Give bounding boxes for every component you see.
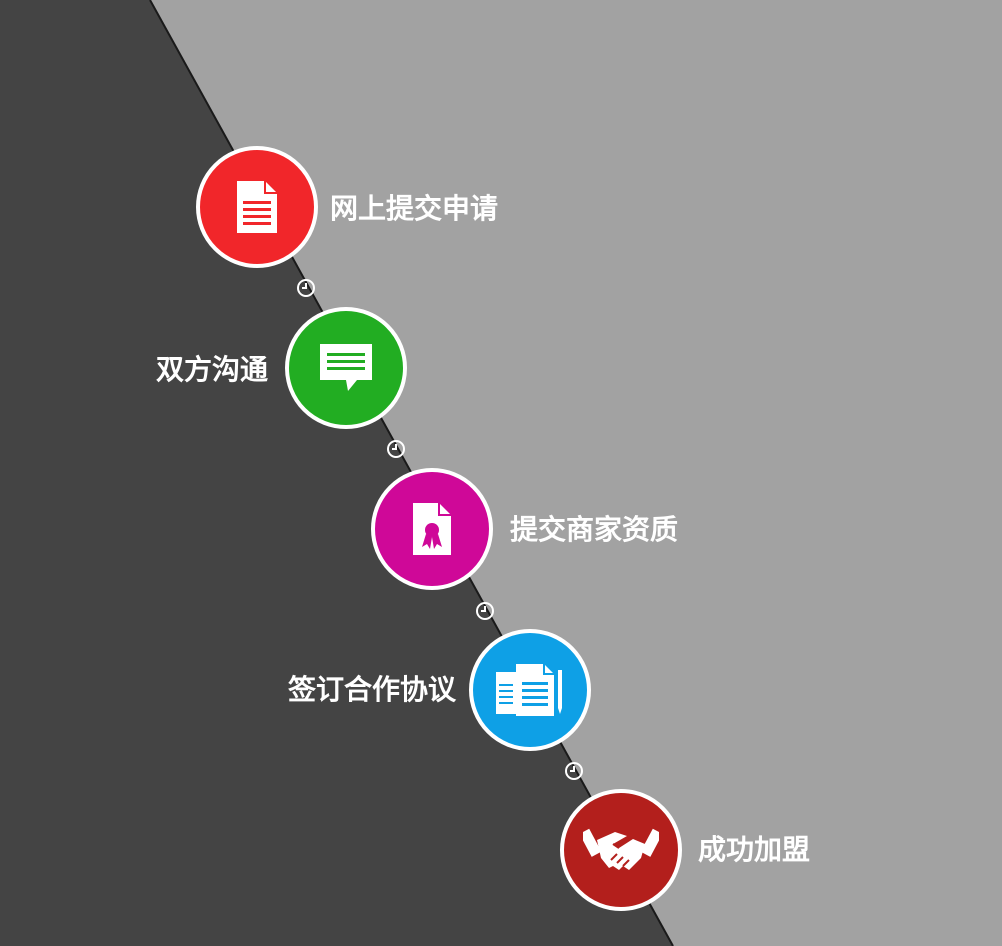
step-5-circle[interactable] [560,789,682,911]
clock-icon [476,602,494,620]
step-1-circle[interactable] [196,146,318,268]
step-3-label: 提交商家资质 [510,513,679,546]
clock-icon [565,762,583,780]
handshake-icon [583,828,659,870]
clock-icon [387,440,405,458]
chat-bubble-icon [320,344,372,391]
step-5-label: 成功加盟 [698,833,811,866]
document-icon [237,181,277,233]
step-3-circle[interactable] [371,468,493,590]
step-4-label: 签订合作协议 [287,673,456,706]
contract-documents-icon [496,664,562,716]
step-2-circle[interactable] [285,307,407,429]
step-4-circle[interactable] [469,629,591,751]
step-1-label: 网上提交申请 [330,192,499,225]
certificate-icon [413,503,451,555]
step-2-label: 双方沟通 [155,353,268,386]
clock-icon [297,279,315,297]
